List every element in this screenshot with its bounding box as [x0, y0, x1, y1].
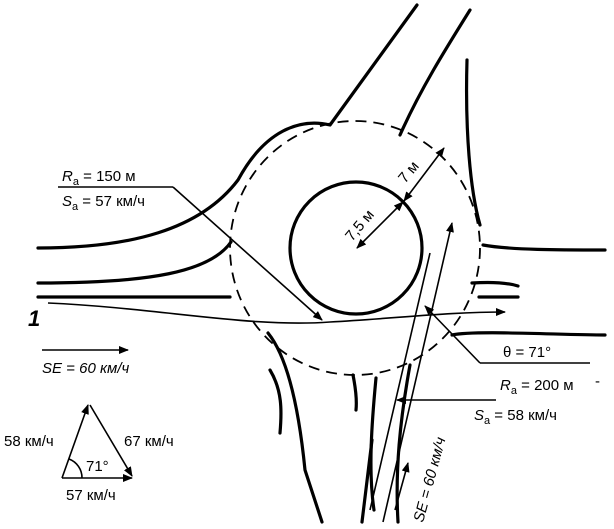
- speed-triangle: 58 км/ч 67 км/ч 71° 57 км/ч: [4, 404, 174, 504]
- ra-left-label: Ra = 150 м: [62, 168, 136, 188]
- triangle-left-label: 58 км/ч: [4, 433, 54, 450]
- triangle-bottom-label: 57 км/ч: [66, 487, 116, 504]
- path-approach-1: [47, 302, 506, 324]
- theta-label: θ = 71°: [503, 344, 551, 361]
- se-left-label: SE = 60 км/ч: [42, 360, 129, 377]
- path-diagonal-1: [382, 222, 454, 523]
- circulatory-boundary: [229, 120, 481, 376]
- central-island: [288, 180, 424, 316]
- se-diag-arrow: [394, 462, 410, 511]
- theta-leader: [424, 305, 481, 364]
- triangle-angle-arc: [68, 458, 83, 479]
- ra-right-dash: -: [595, 373, 600, 390]
- sa-left-label: Sa = 57 км/ч: [62, 193, 145, 213]
- path-diagonal-2: [369, 252, 431, 511]
- lane-width-line: [403, 147, 445, 202]
- inner-radius-line: [356, 201, 404, 249]
- inner-radius-label: 7,5 м: [342, 207, 378, 245]
- ra-left-leader: [172, 186, 323, 321]
- se-diag-label: SE = 60 км/ч: [410, 435, 449, 524]
- triangle-right-label: 67 км/ч: [124, 433, 174, 450]
- triangle-right-side: [89, 404, 133, 477]
- approach-number: 1: [28, 306, 40, 331]
- sa-right-label: Sa = 58 км/ч: [474, 407, 557, 427]
- triangle-left-side: [61, 404, 89, 479]
- triangle-angle-label: 71°: [86, 458, 109, 475]
- ra-right-label: Ra = 200 м: [500, 377, 574, 397]
